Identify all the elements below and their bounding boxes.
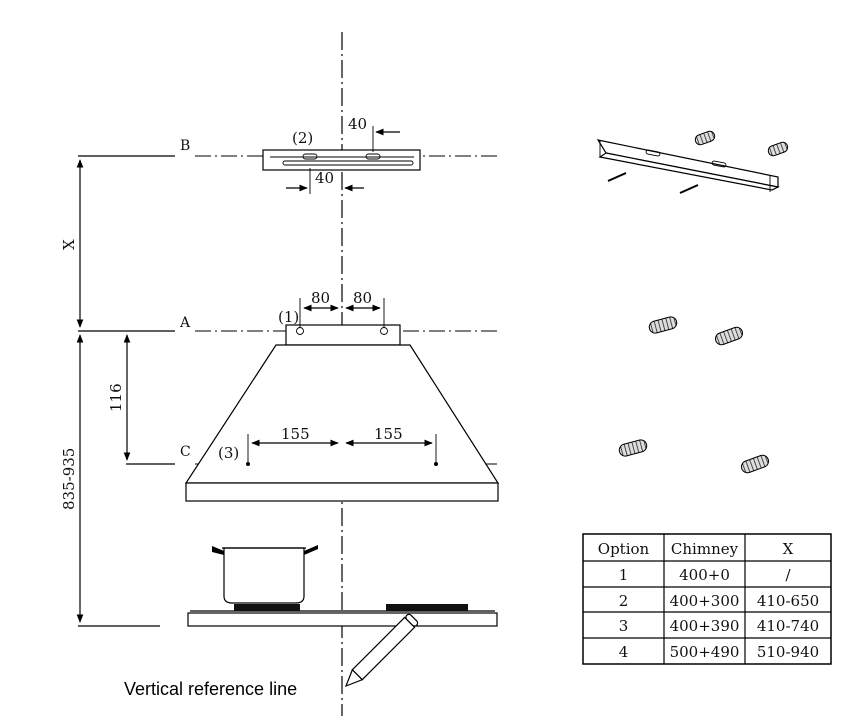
hole-3-right <box>434 462 438 466</box>
dim-155-left-label: 155 <box>281 425 310 443</box>
table-header-cell: Option <box>598 540 650 558</box>
level-a-label: A <box>179 315 191 331</box>
dim-80-right-label: 80 <box>353 289 372 307</box>
dim-40-bottom-label: 40 <box>315 169 334 187</box>
dim-40-top-label: 40 <box>348 115 367 133</box>
options-table-text: Option Chimney X 1 400+0 / 2 400+300 410-650 3 400… <box>598 540 819 661</box>
dim-80-left-label: 80 <box>311 289 330 307</box>
hole-3-left <box>246 462 250 466</box>
table-cell: 3 <box>619 617 629 635</box>
table-cell: 510-940 <box>757 643 819 661</box>
table-cell: 400+0 <box>679 566 730 584</box>
marker-1-label: (1) <box>278 308 299 326</box>
dim-155-right-label: 155 <box>374 425 403 443</box>
wall-bracket <box>262 149 421 171</box>
table-cell: / <box>785 566 791 584</box>
table-header-cell: X <box>783 540 794 558</box>
hood-outline <box>184 324 500 502</box>
pot-icon <box>212 545 318 604</box>
table-cell: 410-650 <box>757 592 819 610</box>
table-cell: 500+490 <box>670 643 740 661</box>
table-cell: 400+390 <box>670 617 740 635</box>
cooktop-icon <box>187 604 498 627</box>
marker-3-label: (3) <box>218 444 239 462</box>
height-range-label: 835-935 <box>60 448 78 510</box>
x-dimension-label: X <box>60 239 78 250</box>
options-table <box>582 533 832 665</box>
marker-2-label: (2) <box>292 129 313 147</box>
screw-icon <box>607 172 699 194</box>
level-b-label: B <box>180 138 190 154</box>
table-cell: 410-740 <box>757 617 819 635</box>
bracket-3d-icon <box>596 139 780 192</box>
vertical-reference-line-label: Vertical reference line <box>124 679 297 699</box>
table-cell: 1 <box>619 566 629 584</box>
table-header-cell: Chimney <box>671 540 739 558</box>
dimension-116-label: 116 <box>107 383 125 412</box>
table-cell: 400+300 <box>670 592 740 610</box>
table-cell: 2 <box>619 592 629 610</box>
wall-plug-icon <box>618 130 789 474</box>
table-cell: 4 <box>619 643 629 661</box>
level-c-label: C <box>180 444 191 460</box>
pencil-icon <box>344 613 419 688</box>
